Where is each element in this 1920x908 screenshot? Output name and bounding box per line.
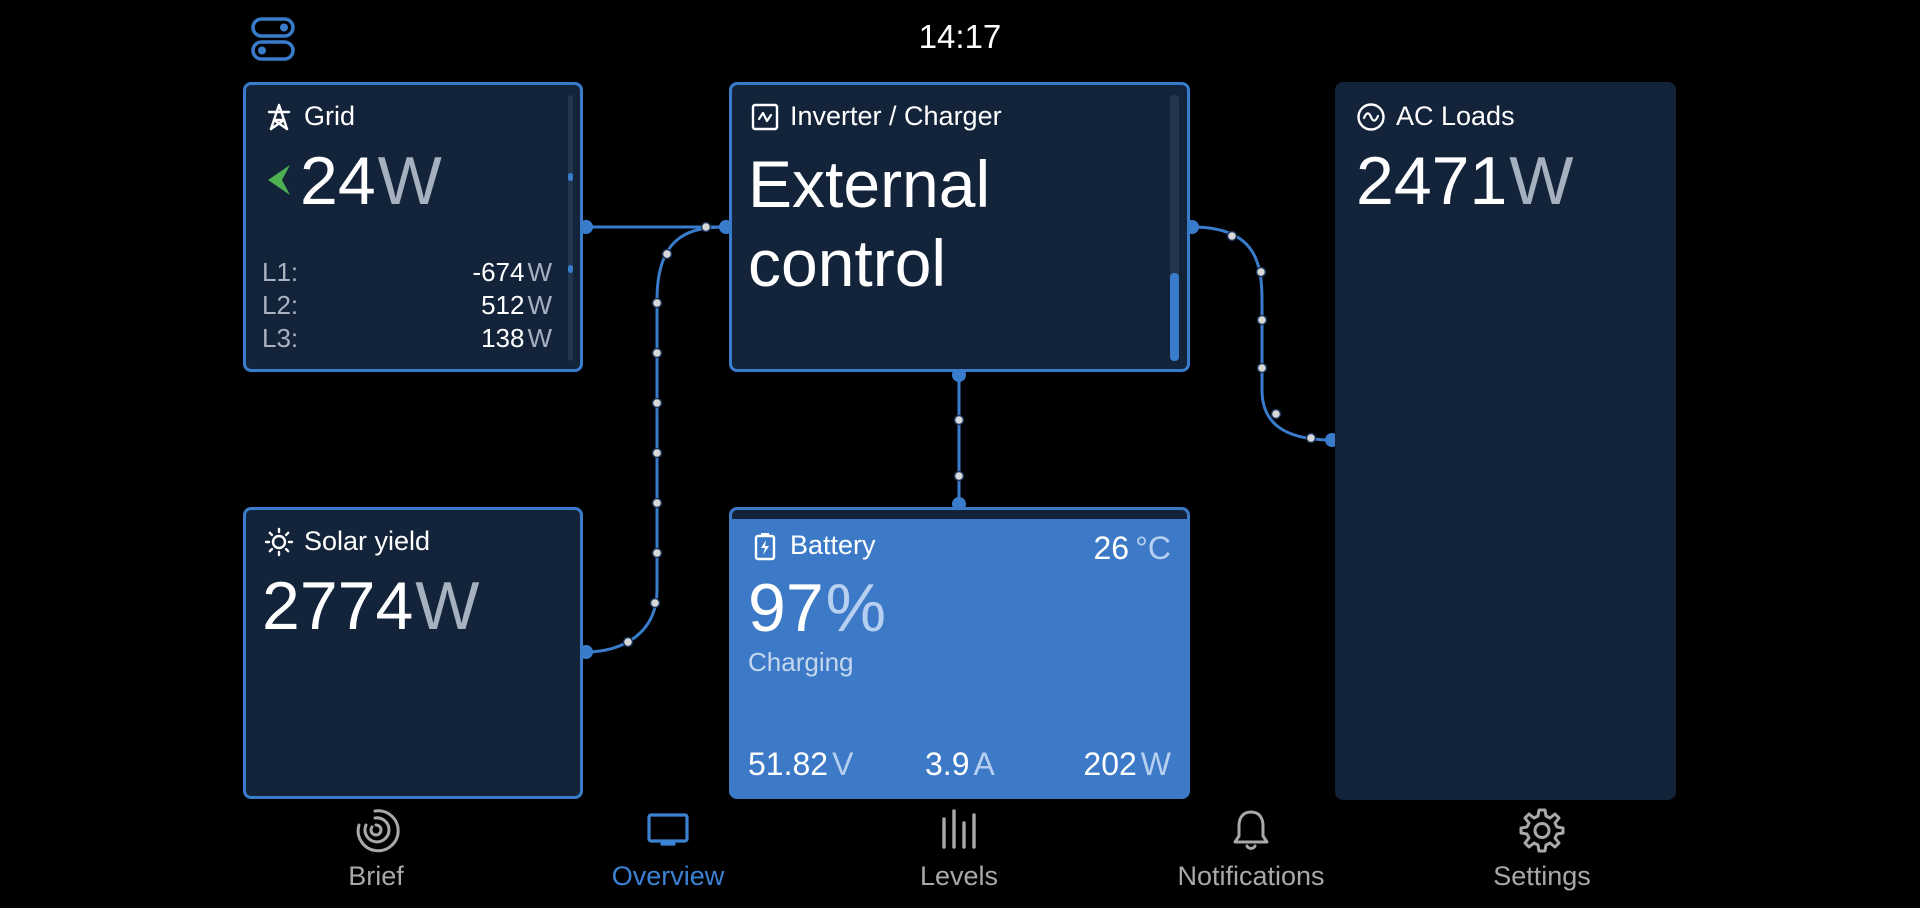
export-arrow-icon [268,165,290,195]
nav-settings[interactable]: Settings [1432,805,1652,892]
inverter-title: Inverter / Charger [790,101,1002,131]
brief-gauge-icon [356,809,400,853]
ac-loads-card[interactable]: AC Loads 2471W [1335,82,1676,800]
ac-loads-title: AC Loads [1396,101,1515,131]
battery-card-top-band [732,510,1187,519]
battery-voltage: 51.82 [748,746,829,782]
solar-title: Solar yield [304,526,431,556]
battery-current-unit: A [973,746,995,782]
ac-loads-power-unit: W [1509,143,1574,219]
nav-levels[interactable]: Levels [849,805,1069,892]
inverter-charger-card[interactable]: Inverter / Charger External control [729,82,1190,372]
solar-yield-card[interactable]: Solar yield 2774W [243,507,583,799]
solar-power: 2774 [262,568,414,644]
battery-soc-unit: % [825,570,887,646]
ac-loads-power: 2471 [1356,143,1508,219]
nav-brief[interactable]: Brief [266,805,486,892]
battery-temperature-unit: °C [1135,530,1171,566]
battery-status: Charging [748,647,854,677]
inverter-state-line2: control [748,226,947,301]
levels-bars-icon [942,809,976,849]
grid-title: Grid [304,101,356,131]
battery-power: 202 [1083,746,1137,782]
grid-power: 24 [300,143,376,219]
battery-charging-icon [754,532,776,560]
solar-power-unit: W [415,568,480,644]
inverter-icon [751,103,779,130]
toggle-view-icon[interactable] [250,16,296,62]
grid-scroll-tick-2 [568,265,573,273]
inverter-state-line1: External [748,147,991,221]
inverter-scrollbar-thumb[interactable] [1170,273,1179,361]
gear-icon [1519,808,1565,853]
grid-scroll-tick-1 [568,173,573,181]
battery-voltage-unit: V [832,746,854,782]
inverter-scrollbar[interactable] [1170,95,1179,361]
clock: 14:17 [918,18,1002,55]
sun-icon [264,527,294,556]
grid-power-unit: W [377,143,442,219]
grid-scrollbar[interactable] [568,95,573,361]
battery-current: 3.9 [925,746,970,782]
pylon-icon [267,103,291,130]
nav-notifications[interactable]: Notifications [1141,805,1361,892]
nav-overview[interactable]: Overview [558,805,778,892]
overview-monitor-icon [647,813,689,846]
ac-wave-icon [1357,102,1385,131]
battery-power-unit: W [1140,746,1171,782]
battery-temperature: 26 [1093,530,1130,566]
battery-title: Battery [790,530,876,560]
battery-soc: 97 [748,570,824,646]
bell-icon [1233,810,1269,850]
